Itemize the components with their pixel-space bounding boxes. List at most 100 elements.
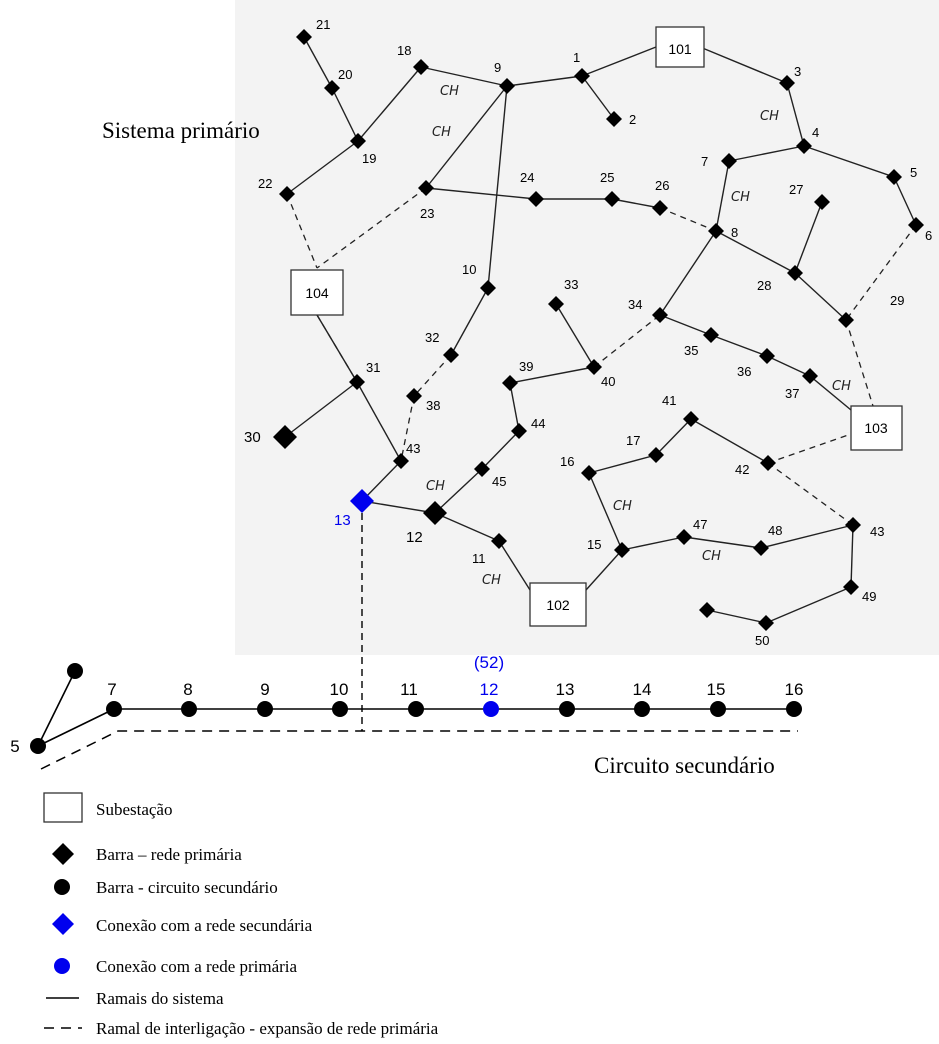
primary-bus-40 bbox=[683, 411, 699, 427]
bus-label-34: 35 bbox=[684, 343, 698, 358]
legend-label-dashed-line: Ramal de interligação - expansão de rede… bbox=[96, 1019, 439, 1038]
bus-label-16: 17 bbox=[626, 433, 640, 448]
primary-bus-50 bbox=[699, 602, 715, 618]
legend-primary-bus-symbol bbox=[52, 843, 74, 865]
primary-bus-17 bbox=[413, 59, 429, 75]
bus-label-43: 43 bbox=[406, 441, 420, 456]
substation-102: 102 bbox=[529, 582, 587, 627]
sec-label-12: 12 bbox=[480, 680, 499, 699]
primary-bus-44 bbox=[511, 423, 527, 439]
secondary-bus-16 bbox=[786, 701, 802, 717]
bus-label-9: 9 bbox=[494, 60, 501, 75]
primary-bus-28 bbox=[838, 312, 854, 328]
secondary-circuit-lines bbox=[37, 670, 794, 747]
primary-bus-19 bbox=[324, 80, 340, 96]
primary-bus-22 bbox=[418, 180, 434, 196]
primary-bus-35 bbox=[759, 348, 775, 364]
primary-bus-9 bbox=[499, 78, 515, 94]
bus-label-48: 49 bbox=[862, 589, 876, 604]
secondary-bus-unlabeled bbox=[67, 663, 83, 679]
primary-bus-49 bbox=[758, 615, 774, 631]
bus-label-21: 22 bbox=[258, 176, 272, 191]
primary-bus-47 bbox=[753, 540, 769, 556]
bus-label-36: 37 bbox=[785, 386, 799, 401]
bus-label-7: 7 bbox=[701, 154, 708, 169]
connection-primary-circle bbox=[483, 701, 499, 717]
primary-bus-labels: 21 20 19 22 18 9 1 2 3 4 5 6 7 8 23 24 2… bbox=[244, 17, 932, 648]
bus-label-15: 16 bbox=[560, 454, 574, 469]
primary-bus-30 bbox=[349, 374, 365, 390]
bus-label-8: 8 bbox=[731, 225, 738, 240]
bus-label-46: 47 bbox=[693, 517, 707, 532]
sec-label-11: 11 bbox=[400, 680, 418, 699]
bus-label-4: 4 bbox=[812, 125, 819, 140]
secondary-bus-14 bbox=[634, 701, 650, 717]
primary-bus-6 bbox=[908, 217, 924, 233]
primary-dashed-branches bbox=[286, 187, 917, 526]
primary-bus-23 bbox=[528, 191, 544, 207]
primary-network-panel bbox=[235, 0, 939, 655]
bus-label-47: 48 bbox=[768, 523, 782, 538]
primary-bus-4 bbox=[796, 138, 812, 154]
bus-label-5: 5 bbox=[910, 165, 917, 180]
primary-bus-8 bbox=[708, 223, 724, 239]
primary-bus-3 bbox=[779, 75, 795, 91]
primary-bus-12 bbox=[423, 501, 447, 525]
substation-101: 101 bbox=[655, 26, 705, 68]
secondary-dashed-line bbox=[40, 730, 798, 770]
legend-connection-primary-symbol bbox=[54, 958, 70, 974]
legend-substation-symbol bbox=[43, 792, 83, 823]
primary-bus-32 bbox=[548, 296, 564, 312]
bus-label-11: 11 bbox=[472, 551, 486, 566]
bus-label-42: 43 bbox=[870, 524, 884, 539]
legend-label-secondary-bus: Barra - circuito secundário bbox=[96, 878, 278, 897]
bus-label-14: 15 bbox=[587, 537, 601, 552]
primary-bus-16 bbox=[648, 447, 664, 463]
ch-label-3-4: CH bbox=[760, 109, 779, 124]
primary-bus-34 bbox=[703, 327, 719, 343]
secondary-bus-9 bbox=[257, 701, 273, 717]
secondary-bus-11 bbox=[408, 701, 424, 717]
bus-label-19: 20 bbox=[338, 67, 352, 82]
legend: Subestação Barra – rede primária Barra -… bbox=[43, 792, 439, 1038]
bus-label-26: 27 bbox=[789, 182, 803, 197]
bus-label-37: 38 bbox=[426, 398, 440, 413]
primary-bus-18 bbox=[350, 133, 366, 149]
ch-label-15-14: CH bbox=[613, 499, 632, 514]
primary-bus-36 bbox=[802, 368, 818, 384]
primary-bus-42 bbox=[845, 517, 861, 533]
sec-label-16: 16 bbox=[785, 680, 804, 699]
bus-label-3: 3 bbox=[794, 64, 801, 79]
primary-bus-39 bbox=[586, 359, 602, 375]
primary-bus-31 bbox=[443, 347, 459, 363]
substation-103: 103 bbox=[850, 405, 903, 451]
secondary-bus-8 bbox=[181, 701, 197, 717]
substation-101-label: 101 bbox=[668, 41, 692, 57]
bus-label-38: 39 bbox=[519, 359, 533, 374]
substation-104-label: 104 bbox=[305, 285, 329, 301]
sec-label-7: 7 bbox=[107, 680, 116, 699]
secondary-bus-15 bbox=[710, 701, 726, 717]
secondary-bus-markers bbox=[30, 663, 802, 754]
secondary-bus-7 bbox=[106, 701, 122, 717]
bus-label-40: 41 bbox=[662, 393, 676, 408]
primary-solid-branches bbox=[284, 36, 917, 624]
bus-label-49: 50 bbox=[755, 633, 769, 648]
primary-bus-37 bbox=[406, 388, 422, 404]
sec-label-15: 15 bbox=[707, 680, 726, 699]
secondary-bus-10 bbox=[332, 701, 348, 717]
primary-system-title: Sistema primário bbox=[102, 118, 260, 143]
bus-label-32: 33 bbox=[564, 277, 578, 292]
legend-label-connection-primary: Conexão com a rede primária bbox=[96, 957, 298, 976]
bus-label-6: 6 bbox=[925, 228, 932, 243]
legend-label-connection-secondary: Conexão com a rede secundária bbox=[96, 916, 313, 935]
primary-bus-5 bbox=[886, 169, 902, 185]
bus-label-35: 36 bbox=[737, 364, 751, 379]
bus-label-45: 45 bbox=[492, 474, 506, 489]
primary-bus-20 bbox=[296, 29, 312, 45]
bus-label-25: 26 bbox=[655, 178, 669, 193]
primary-bus-1 bbox=[574, 68, 590, 84]
primary-bus-26 bbox=[814, 194, 830, 210]
bus-label-24: 25 bbox=[600, 170, 614, 185]
substation-103-label: 103 bbox=[864, 420, 888, 436]
